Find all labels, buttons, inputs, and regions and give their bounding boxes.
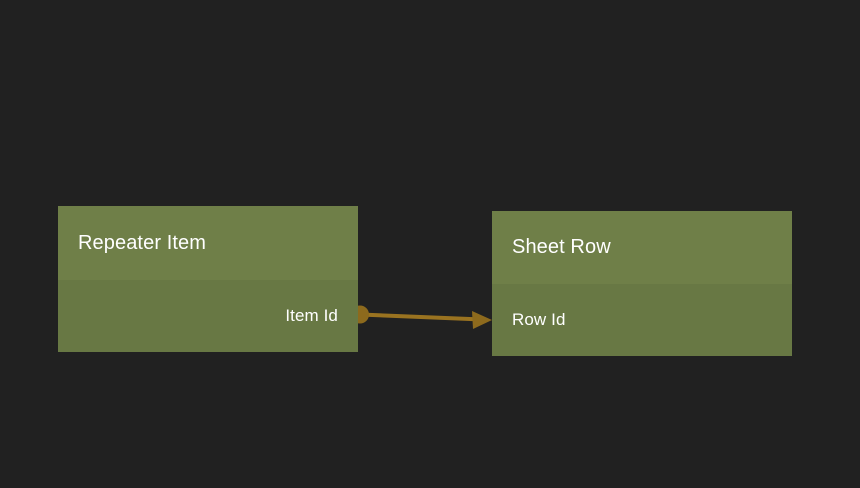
edge-target-arrow-marker: [472, 311, 492, 329]
entity-field-label-item-id: Item Id: [285, 306, 338, 325]
relationship-edge-item-id-to-row-id[interactable]: [351, 305, 492, 330]
edge-line: [359, 312, 483, 322]
entity-field-label-row-id: Row Id: [512, 310, 566, 329]
entity-field-item-id[interactable]: Item Id: [58, 280, 358, 352]
entity-field-row-id[interactable]: Row Id: [492, 284, 792, 356]
entity-title-sheet-row: Sheet Row: [492, 211, 792, 284]
entity-node-repeater-item[interactable]: Repeater Item Item Id: [58, 206, 358, 352]
entity-title-repeater-item: Repeater Item: [58, 206, 358, 280]
entity-node-sheet-row[interactable]: Sheet Row Row Id: [492, 211, 792, 356]
